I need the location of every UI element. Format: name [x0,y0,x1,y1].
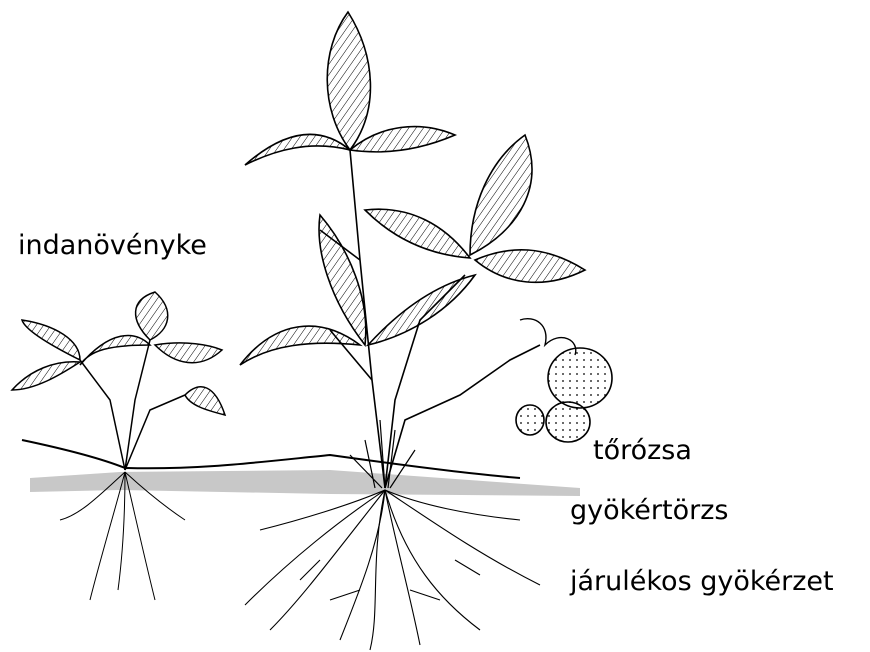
main-roots [245,490,540,650]
leaf-right-top [470,135,532,255]
leaf-mid-left-b [240,326,360,365]
label-runner-plantlet: indanövényke [18,232,207,259]
plantlet-roots [60,472,185,600]
leaf-mid-left-a [319,215,366,345]
leaf-top [327,12,370,150]
label-adventitious-roots: járulékos gyökérzet [570,568,834,595]
leaf-top-left [245,134,350,165]
leaf-top-right [350,127,455,152]
leaf-mid-right [368,275,475,345]
runner-plantlet [12,292,225,600]
label-flower-stalk: tőrózsa [593,437,692,464]
leaf-right-right [475,250,585,283]
leaf-right-left [365,209,470,258]
fruits [516,348,612,442]
label-rhizome: gyökértörzs [570,497,728,524]
main-plant [240,12,612,650]
